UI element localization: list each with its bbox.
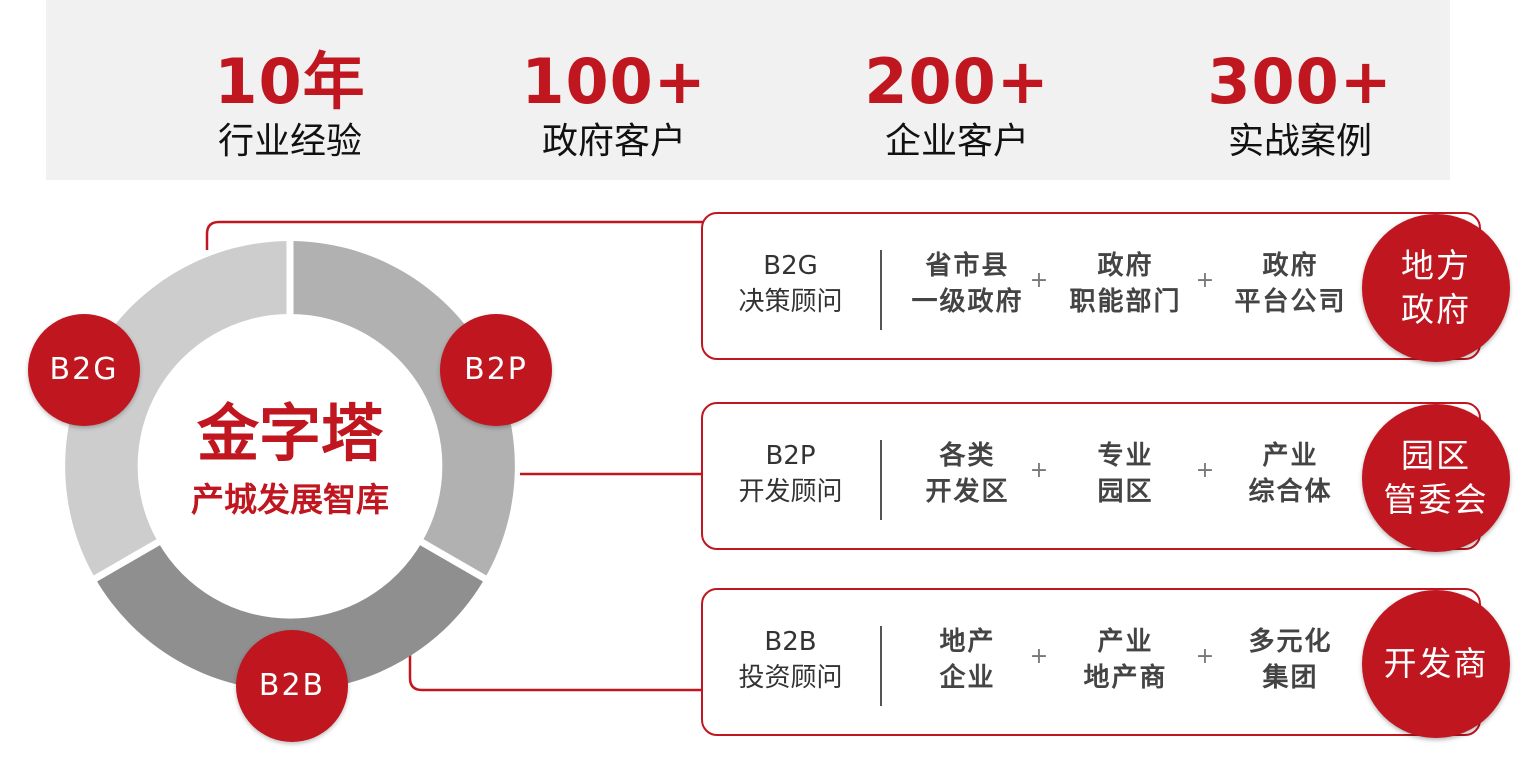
ring-center xyxy=(140,316,440,616)
stat-experience: 10年 行业经验 xyxy=(140,44,440,164)
ring-segment-b2b xyxy=(95,542,485,691)
service-label: B2P 开发顾问 xyxy=(738,441,843,507)
target-item: 政府 职能部门 xyxy=(1069,251,1182,317)
target-item: 专业 园区 xyxy=(1097,441,1154,507)
connector-b2b xyxy=(408,650,703,692)
stat-cases: 300+ 实战案例 xyxy=(1150,44,1450,164)
target-item: 产业 综合体 xyxy=(1248,441,1333,507)
service-row-b2g: B2G 决策顾问 省市县 一级政府 + 政府 职能部门 + 政府 平台公司 xyxy=(701,212,1481,360)
center-title: 金字塔 xyxy=(196,397,383,470)
plus-sign: + xyxy=(1029,268,1049,293)
target-item: 地产 企业 xyxy=(939,627,996,693)
divider xyxy=(880,626,882,706)
divider xyxy=(880,250,882,330)
plus-sign: + xyxy=(1029,644,1049,669)
target-item: 产业 地产商 xyxy=(1083,627,1168,693)
stats-band: 10年 行业经验 100+ 政府客户 200+ 企业客户 300+ 实战案例 xyxy=(46,0,1450,180)
badge-b2b: B2B xyxy=(236,630,348,742)
target-item: 各类 开发区 xyxy=(925,441,1010,507)
stat-label: 行业经验 xyxy=(217,121,362,162)
stat-label: 政府客户 xyxy=(541,121,686,162)
client-park-committee: 园区 管委会 xyxy=(1362,404,1510,552)
ring-segment-b2g xyxy=(65,241,290,578)
plus-sign: + xyxy=(1195,268,1215,293)
stat-enterprise-clients: 200+ 企业客户 xyxy=(807,44,1107,164)
service-label: B2G 决策顾问 xyxy=(738,251,843,317)
badge-b2p: B2P xyxy=(440,314,552,426)
plus-sign: + xyxy=(1195,458,1215,483)
service-label: B2B 投资顾问 xyxy=(738,627,843,693)
stat-value: 100+ xyxy=(521,45,707,118)
target-item: 省市县 一级政府 xyxy=(911,251,1024,317)
target-item: 政府 平台公司 xyxy=(1234,251,1347,317)
center-subtitle: 产城发展智库 xyxy=(191,480,389,519)
divider xyxy=(880,440,882,520)
ring-segment-b2p xyxy=(290,241,515,578)
stat-value: 200+ xyxy=(864,45,1050,118)
ring-separator xyxy=(416,536,491,585)
ring-separator xyxy=(89,536,164,585)
client-local-government: 地方 政府 xyxy=(1362,214,1510,362)
client-developer: 开发商 xyxy=(1362,590,1510,738)
plus-sign: + xyxy=(1195,644,1215,669)
badge-b2g: B2G xyxy=(28,314,140,426)
stat-government-clients: 100+ 政府客户 xyxy=(464,44,764,164)
stat-value: 10年 xyxy=(214,45,366,118)
plus-sign: + xyxy=(1029,458,1049,483)
connector-b2g xyxy=(205,220,703,250)
service-row-b2p: B2P 开发顾问 各类 开发区 + 专业 园区 + 产业 综合体 xyxy=(701,402,1481,550)
stat-value: 300+ xyxy=(1207,45,1393,118)
target-item: 多元化 集团 xyxy=(1248,627,1333,693)
service-row-b2b: B2B 投资顾问 地产 企业 + 产业 地产商 + 多元化 集团 xyxy=(701,588,1481,736)
stat-label: 实战案例 xyxy=(1227,121,1372,162)
stat-label: 企业客户 xyxy=(884,121,1029,162)
